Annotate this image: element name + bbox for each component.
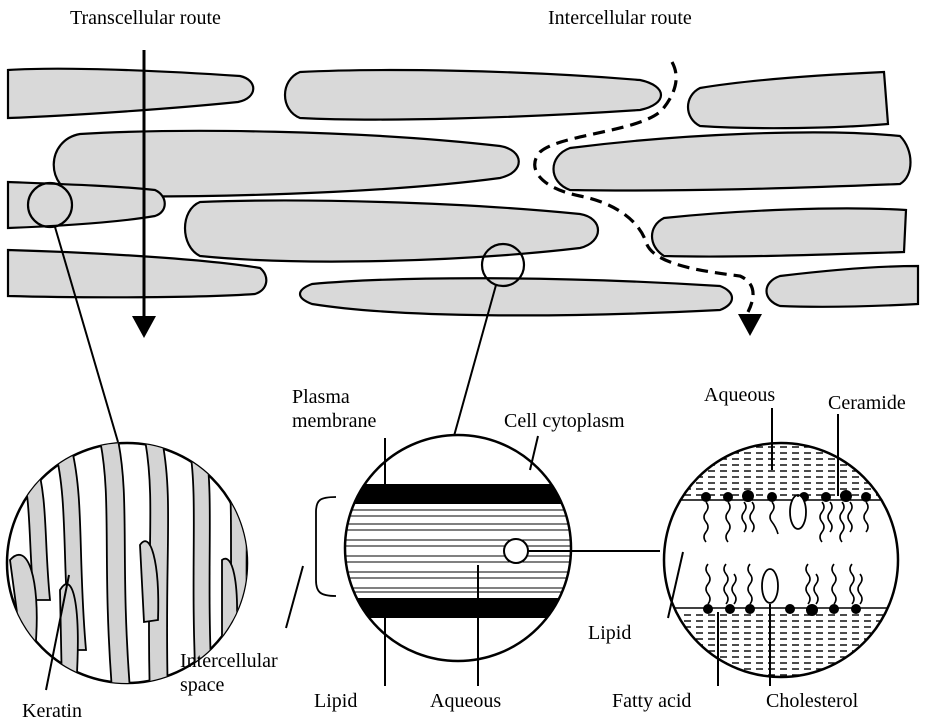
- corneocyte: [184, 199, 599, 263]
- cell-cytoplasm-label: Cell cytoplasm: [504, 410, 625, 432]
- cholesterol-label: Cholesterol: [766, 690, 859, 712]
- corneocyte: [686, 70, 890, 130]
- zoom-spot-intercellular: [480, 242, 526, 288]
- intercellular-zoom-circle: [343, 433, 660, 663]
- corneocyte: [6, 180, 166, 230]
- corneocyte: [6, 67, 255, 120]
- keratin-label: Keratin: [22, 700, 82, 722]
- transcellular-arrow: [132, 50, 156, 338]
- zoom-spot-keratin: [26, 181, 74, 229]
- plasma-membrane-label-line2: membrane: [292, 410, 377, 432]
- transcellular-route-label: Transcellular route: [70, 7, 221, 29]
- label-leaders: [45, 408, 839, 691]
- aqueous-top-label: Aqueous: [704, 384, 776, 406]
- plasma-membrane-label-line1: Plasma: [292, 386, 350, 408]
- molecular-zoom-circle: [662, 441, 900, 679]
- fatty-acid-label: Fatty acid: [612, 690, 692, 712]
- corneocyte: [765, 264, 920, 308]
- keratin-zoom-circle: [5, 441, 249, 685]
- intercellular-space-label-line1: Intercellular: [180, 650, 278, 672]
- intercellular-route-label: Intercellular route: [548, 7, 692, 29]
- corneocyte: [552, 131, 912, 192]
- intercellular-bracket: [315, 496, 337, 597]
- intercellular-path: [533, 61, 762, 336]
- corneocyte: [298, 277, 734, 317]
- aqueous-bottom-label: Aqueous: [430, 690, 502, 712]
- ceramide-label: Ceramide: [828, 392, 906, 414]
- corneocyte: [650, 207, 908, 258]
- intercellular-space-label-line2: space: [180, 674, 225, 696]
- lipid-bottom-label: Lipid: [314, 690, 358, 712]
- lipid-right-label: Lipid: [588, 622, 632, 644]
- corneocyte: [284, 68, 662, 121]
